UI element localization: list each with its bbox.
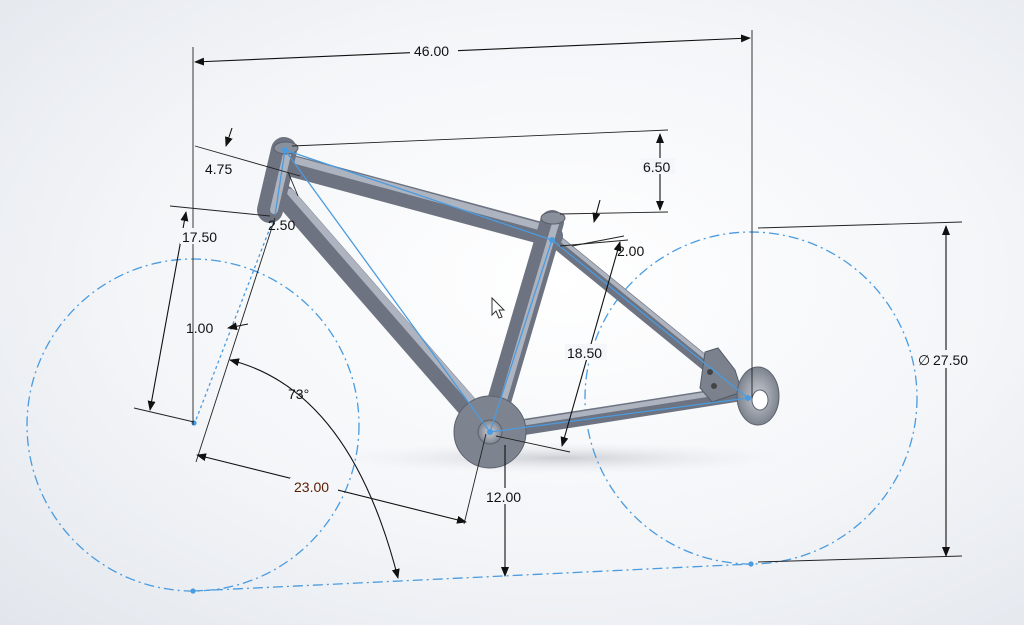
svg-text:23.00: 23.00 <box>294 479 329 495</box>
svg-text:2.00: 2.00 <box>617 243 644 259</box>
dim-seat-drop[interactable]: 6.50 <box>291 129 675 215</box>
svg-text:4.75: 4.75 <box>205 161 232 177</box>
dim-wheel-diameter[interactable]: ∅ 27.50 <box>757 221 977 563</box>
ground-line <box>192 563 752 592</box>
svg-text:2.50: 2.50 <box>268 217 295 233</box>
dim-overall-length[interactable]: 46.00 <box>192 30 753 425</box>
frame-shadow <box>330 442 790 474</box>
fork-line <box>193 214 276 426</box>
dim-fork-length[interactable]: 17.50 <box>133 205 271 423</box>
dim-head-tube-top[interactable]: 4.75 <box>194 127 301 177</box>
dim-fork-offset[interactable]: 1.00 <box>186 320 249 336</box>
svg-text:73°: 73° <box>288 386 309 402</box>
svg-text:46.00: 46.00 <box>414 43 449 59</box>
diameter-symbol: ∅ <box>918 352 930 368</box>
ground-point-front <box>190 588 196 594</box>
svg-text:17.50: 17.50 <box>182 229 217 245</box>
svg-text:1.00: 1.00 <box>186 320 213 336</box>
ground-point-rear <box>748 561 754 567</box>
svg-text:12.00: 12.00 <box>486 489 521 505</box>
dim-seat-offset[interactable]: 2.00 <box>571 199 644 259</box>
dim-down-tube[interactable]: 23.00 <box>196 433 487 525</box>
svg-text:27.50: 27.50 <box>933 352 968 368</box>
mouse-pointer-icon <box>491 296 506 319</box>
svg-text:18.50: 18.50 <box>567 345 602 361</box>
dim-head-angle[interactable]: 73° <box>195 217 400 579</box>
dim-seat-tube[interactable]: 18.50 <box>495 239 629 453</box>
dim-head-tube-length[interactable]: 2.50 <box>268 171 299 233</box>
svg-text:6.50: 6.50 <box>643 159 670 175</box>
bike-frame[interactable] <box>257 137 780 469</box>
dim-bb-height[interactable]: 12.00 <box>485 445 527 577</box>
